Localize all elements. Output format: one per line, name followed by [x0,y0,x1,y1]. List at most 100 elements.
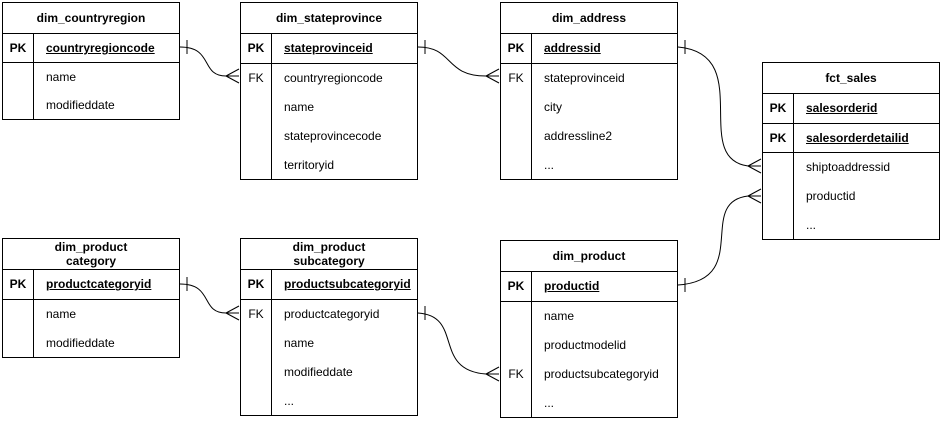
key-cell-empty [241,386,272,415]
key-cell-empty [763,210,794,239]
key-cell-empty [241,328,272,358]
key-cell-empty [241,150,272,179]
table-row: modifieddate [241,357,417,387]
field-name: stateprovincecode [284,128,382,143]
field-name: addressline2 [544,128,613,143]
table-row: name [501,301,677,331]
many-marker-countryregion-to-stateprovince [225,68,240,84]
table-title-line: dim_countryregion [36,11,146,25]
key-cell-empty [763,181,794,211]
field-name: stateprovinceid [544,71,625,86]
key-cell-empty [501,121,532,151]
field-name: ... [806,217,817,232]
table-title-line: dim_address [551,11,627,25]
key-cell-empty [3,91,34,119]
table-title-line: dim_product [552,249,626,263]
table-row: name [3,299,179,329]
edge-product-to-sales [677,195,749,286]
key-cell-empty [241,357,272,387]
table-row: productmodelid [501,330,677,360]
table-row: city [501,92,677,122]
field-name: productcategoryid [46,277,152,292]
key-label-fk: FK [241,299,272,329]
field-name: productid [806,189,856,204]
key-cell-empty [501,92,532,122]
table-row: PK salesorderid [763,94,939,124]
key-label-pk: PK [3,270,34,299]
table-row: PK productsubcategoryid [241,270,417,300]
field-name: ... [544,395,555,410]
table-row: name [241,92,417,122]
field-name: addressid [544,41,601,56]
field-name: productsubcategoryid [284,277,411,292]
table-row: productid [763,181,939,211]
field-name: productid [544,279,600,294]
table-row: ... [241,386,417,415]
table-row: name [241,328,417,358]
many-marker-subcategory-to-product [485,366,500,382]
field-name: name [46,307,77,321]
key-label-pk: PK [241,270,272,299]
table-row: ... [501,150,677,179]
table-row: ... [501,388,677,417]
key-cell-empty [501,388,532,417]
edge-countryregion-to-stateprovince [179,46,227,77]
field-name: countryregioncode [284,71,383,86]
table-row: modifieddate [3,328,179,358]
key-cell-empty [241,92,272,122]
field-name: name [284,99,315,114]
key-label-fk: FK [501,63,532,93]
key-label-pk: PK [3,34,34,62]
many-marker-product-to-sales [747,188,762,204]
edge-category-to-subcategory [179,283,227,314]
field-name: productmodelid [544,337,627,352]
field-name: productsubcategoryid [544,366,659,381]
field-name: salesorderid [806,101,878,116]
field-name: name [284,335,315,350]
table-row: territoryid [241,150,417,179]
table-title-line: dim_stateprovince [275,11,383,25]
key-cell-empty [501,330,532,360]
table-row: modifieddate [3,91,179,119]
table-title-line: category [65,254,117,268]
table-title: dim_product [501,241,677,272]
field-name: modifieddate [284,364,353,379]
key-label-fk: FK [501,359,532,389]
table-row: PK productcategoryid [3,270,179,300]
table-row: ... [763,210,939,239]
field-name: modifieddate [46,335,115,350]
many-marker-category-to-subcategory [225,305,240,321]
table-row: FK countryregioncode [241,63,417,93]
key-cell-empty [501,301,532,331]
field-name: shiptoaddressid [806,160,891,175]
edge-subcategory-to-product [417,312,487,375]
key-cell-empty [501,150,532,179]
key-label-fk: FK [241,63,272,93]
key-cell-empty [241,121,272,151]
table-row: stateprovincecode [241,121,417,151]
key-label-pk: PK [763,94,794,123]
field-name: stateprovinceid [284,41,373,56]
table-title: dim_address [501,3,677,34]
table-title: fct_sales [763,63,939,94]
field-name: territoryid [284,157,335,172]
table-title-line: subcategory [293,254,365,268]
field-name: modifieddate [46,98,115,112]
key-cell-empty [763,153,794,182]
table-title-line: dim_product [54,240,128,254]
many-marker-address-to-sales [747,158,762,174]
field-name: name [46,70,77,84]
